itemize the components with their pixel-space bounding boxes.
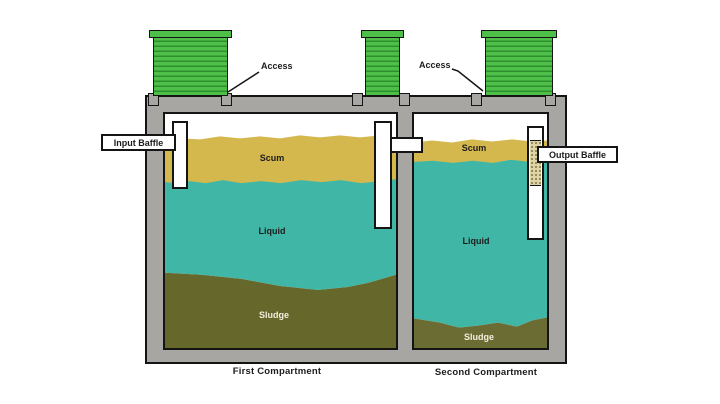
second-compartment-caption: Second Compartment xyxy=(434,367,538,378)
input-baffle-label: Input Baffle xyxy=(101,134,176,151)
liquid-label-second: Liquid xyxy=(462,236,490,246)
sludge-layer-first xyxy=(165,272,396,348)
sludge-label-first: Sludge xyxy=(258,310,290,320)
first-compartment-caption: First Compartment xyxy=(232,366,322,377)
access-riser-first xyxy=(153,36,228,96)
first-compartment-layers xyxy=(165,135,396,348)
access-riser-middle-lip xyxy=(361,30,404,38)
sludge-label-second: Sludge xyxy=(463,332,495,342)
first-compartment xyxy=(163,112,398,350)
sludge-layer-second xyxy=(414,317,547,348)
scum-label-second: Scum xyxy=(461,143,487,153)
scum-layer-second xyxy=(414,139,547,163)
scum-label-first: Scum xyxy=(259,153,285,163)
slab-notch xyxy=(352,93,363,106)
access-first-leader-line xyxy=(227,71,260,93)
access-second-leader-line xyxy=(451,68,484,92)
access-riser-middle xyxy=(365,36,400,96)
second-compartment xyxy=(412,112,549,350)
slab-notch xyxy=(471,93,482,106)
output-baffle-label: Output Baffle xyxy=(537,146,618,163)
second-compartment-layers xyxy=(414,139,547,348)
input-baffle-pipe xyxy=(172,121,188,189)
input-baffle-label-text: Input Baffle xyxy=(113,137,164,148)
access-riser-first-lip xyxy=(149,30,232,38)
liquid-label-first: Liquid xyxy=(258,226,286,236)
output-baffle-label-text: Output Baffle xyxy=(549,149,606,160)
access-riser-second-lip xyxy=(481,30,557,38)
output-baffle-filter xyxy=(530,140,541,186)
middle-baffle-pipe xyxy=(374,121,392,229)
liquid-layer-second xyxy=(414,152,547,328)
slab-notch xyxy=(399,93,410,106)
access-second-label: Access xyxy=(419,60,451,70)
middle-baffle-arm xyxy=(390,137,423,153)
access-first-label: Access xyxy=(261,61,293,71)
access-riser-second xyxy=(485,36,553,96)
scum-layer-first xyxy=(165,135,396,184)
liquid-layer-first xyxy=(165,162,396,291)
